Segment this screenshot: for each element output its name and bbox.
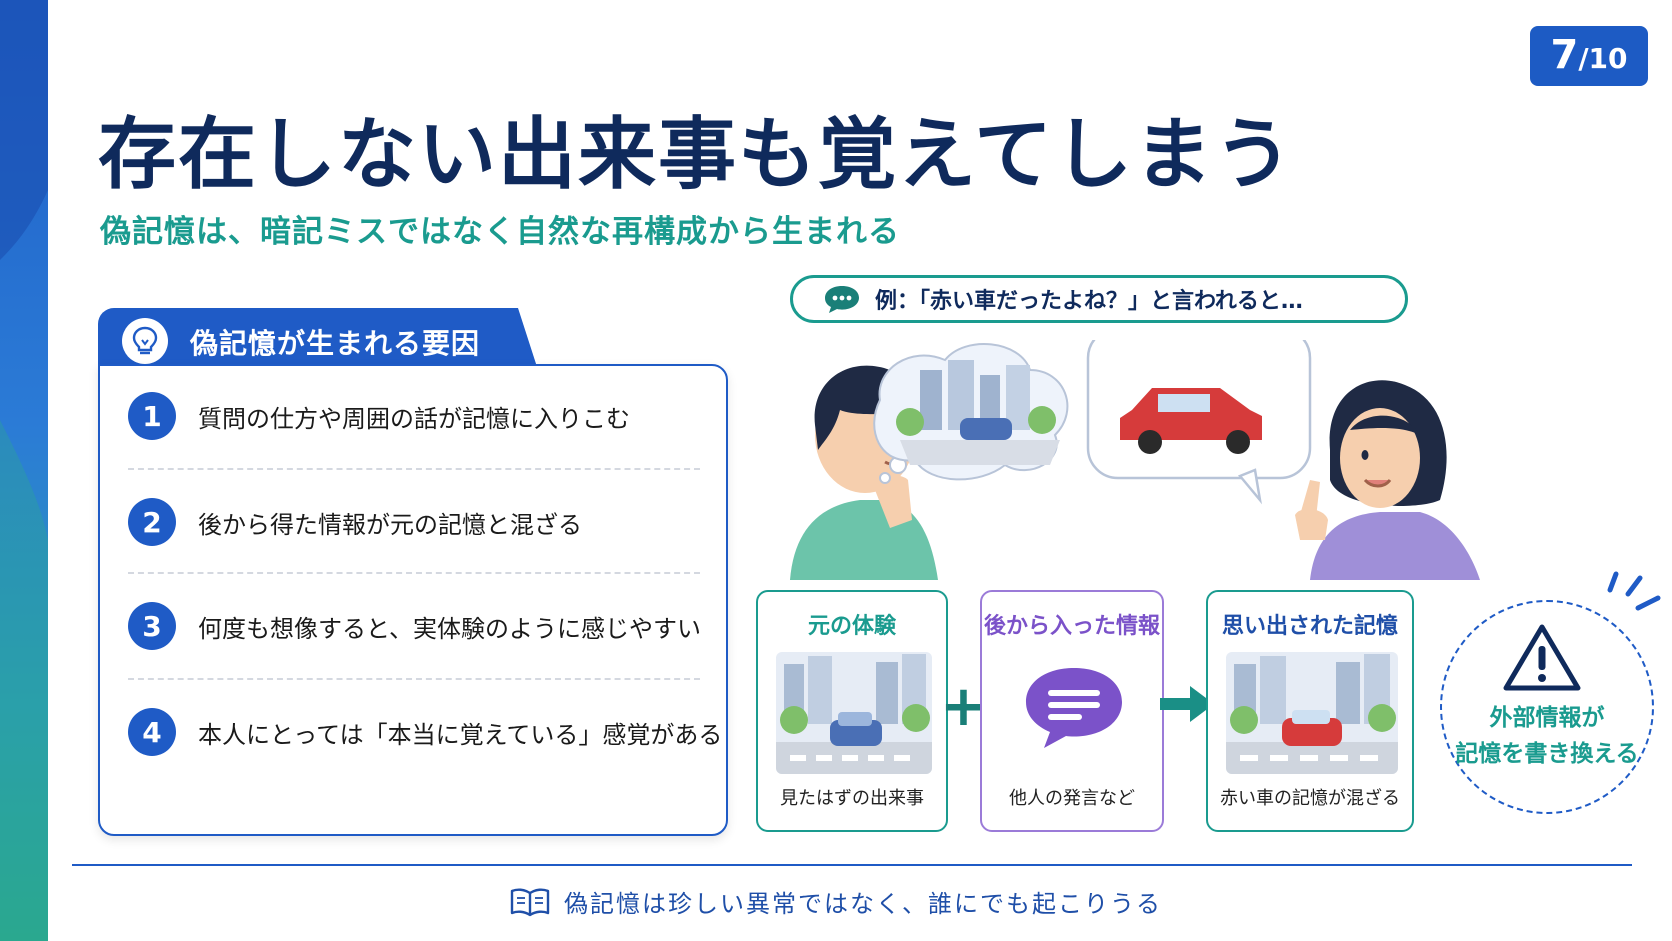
stripe-wave-decoration (0, 0, 48, 941)
factor-text: 後から得た情報が元の記憶と混ざる (198, 510, 582, 539)
flow-added-caption: 他人の発言など (1009, 788, 1135, 809)
factor-number-badge: 4 (128, 708, 176, 756)
warning-line-1: 外部情報が (1489, 705, 1605, 731)
footer-note: 偽記憶は珍しい異常ではなく、誰にでも起こりうる (564, 890, 1162, 918)
lightbulb-icon (122, 318, 168, 364)
thought-cloud-memory (873, 343, 1069, 484)
arrow-right-icon (1160, 686, 1214, 722)
example-label-pill: 例：「赤い車だったよね？」と言われると… (790, 275, 1408, 323)
message-bubble-icon (1026, 668, 1122, 748)
footer: 偽記憶は珍しい異常ではなく、誰にでも起こりうる (0, 884, 1672, 919)
flow-recalled-heading: 思い出された記憶 (1221, 614, 1398, 639)
emphasis-burst-lines (1607, 571, 1661, 611)
red-car-street-image (1226, 652, 1398, 774)
factors-tab (98, 308, 538, 370)
factor-item: 2 後から得た情報が元の記憶と混ざる (128, 482, 708, 562)
page-total: /10 (1578, 42, 1628, 75)
factors-card: 1 質問の仕方や周囲の話が記憶に入りこむ 2 後から得た情報が元の記憶と混ざる … (98, 364, 728, 836)
page-number-badge: 7 /10 (1530, 26, 1648, 86)
warning-line-2: 記憶を書き換える (1455, 741, 1639, 767)
factor-number-badge: 3 (128, 602, 176, 650)
slide-subtitle: 偽記憶は、暗記ミスではなく自然な再構成から生まれる (100, 214, 900, 250)
flow-box-added: 後から入った情報 他人の発言など (980, 590, 1164, 832)
warning-text: 外部情報が 記憶を書き換える (1440, 700, 1654, 772)
factor-item: 1 質問の仕方や周囲の話が記憶に入りこむ (128, 376, 708, 456)
flow-box-original: 元の体験 見たはずの出来事 (756, 590, 948, 832)
flow-original-heading: 元の体験 (807, 614, 896, 639)
flow-added-heading: 後から入った情報 (983, 614, 1160, 639)
factor-text: 本人にとっては「本当に覚えている」感覚がある (198, 720, 723, 749)
example-label: 例：「赤い車だったよね？」と言われると… (875, 289, 1303, 314)
factor-number-badge: 1 (128, 392, 176, 440)
warning-triangle-icon (1503, 624, 1581, 691)
factors-heading: 偽記憶が生まれる要因 (190, 327, 481, 360)
chat-bubble-icon (825, 286, 859, 313)
flow-box-recalled: 思い出された記憶 赤い車の記憶が混ざる (1206, 590, 1414, 832)
factor-divider (128, 678, 700, 680)
slide-title: 存在しない出来事も覚えてしまう (98, 110, 1295, 200)
plus-icon: + (940, 674, 987, 739)
page-current: 7 (1550, 32, 1579, 78)
flow-recalled-caption: 赤い車の記憶が混ざる (1220, 788, 1400, 809)
factor-divider (128, 572, 700, 574)
speech-bubble (1086, 340, 1312, 505)
factor-text: 何度も想像すると、実体験のように感じやすい (198, 614, 702, 643)
blue-car-street-image (776, 652, 932, 774)
footer-divider (72, 864, 1632, 866)
conversation-illustration (790, 340, 1480, 580)
pointing-woman-illustration (1295, 380, 1480, 580)
factor-text: 質問の仕方や周囲の話が記憶に入りこむ (198, 404, 630, 433)
factor-number-badge: 2 (128, 498, 176, 546)
factor-item: 3 何度も想像すると、実体験のように感じやすい (128, 586, 708, 666)
flow-original-caption: 見たはずの出来事 (780, 788, 924, 809)
open-book-icon (510, 887, 550, 916)
factor-item: 4 本人にとっては「本当に覚えている」感覚がある (128, 692, 722, 772)
warning-circle (1440, 600, 1654, 814)
factor-divider (128, 468, 700, 470)
